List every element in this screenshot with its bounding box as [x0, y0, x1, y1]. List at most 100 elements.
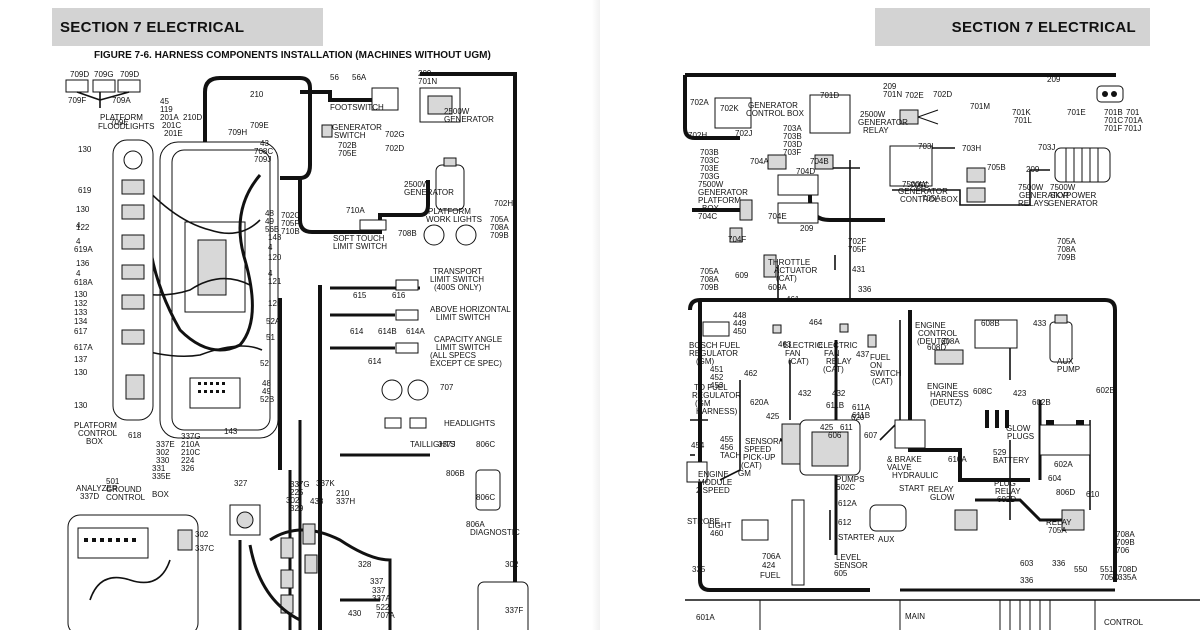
two-speed-brake-valve [894, 419, 926, 449]
right-callout-181: 605 [834, 569, 848, 578]
right-callout-140: 456 [720, 443, 734, 452]
left-callout-139: 337 [370, 577, 384, 586]
generator-platform-box [729, 154, 834, 243]
right-callout-49: GENERATOR [898, 187, 948, 196]
right-callout-167: 612A [838, 499, 857, 508]
left-callout-103: HEADLIGHTS [444, 419, 495, 428]
left-callout-68: 702D [385, 144, 404, 153]
right-callout-95: (CAT) [872, 377, 893, 386]
left-callout-62: 56 [330, 73, 339, 82]
left-callout-126: 326 [181, 464, 195, 473]
right-callout-154: 602C [836, 483, 855, 492]
right-callout-126: 620 [851, 413, 865, 422]
left-callout-48: 4 [268, 269, 273, 278]
left-callout-113: 501 [106, 477, 120, 486]
right-callout-2: 702K [720, 104, 739, 113]
right-callout-164: STROBE [687, 517, 720, 526]
right-callout-177: 424 [762, 561, 776, 570]
right-callout-87: ELECTRIC [818, 341, 858, 350]
right-callout-125: 611A [852, 403, 871, 412]
right-callout-153: PUMPS [836, 475, 864, 484]
right-callout-107: 423 [1013, 389, 1027, 398]
right-callout-110: 602B [1032, 398, 1051, 407]
left-callout-83: 702H [494, 199, 513, 208]
soft-touch-limit-switch [359, 219, 387, 231]
generator-relays-7500w [966, 167, 986, 203]
left-callout-77: 710A [346, 206, 365, 215]
right-callout-33: 704A [750, 157, 769, 166]
left-callout-114: GROUND [106, 485, 142, 494]
left-callout-53: 52 [260, 359, 269, 368]
generator-switch [321, 124, 333, 138]
right-callout-93: ON [870, 361, 882, 370]
right-callout-12: 2500W [860, 110, 886, 119]
generator-2500w [371, 87, 465, 211]
aux-pump [1049, 314, 1073, 363]
right-callout-173: 708A [1116, 530, 1135, 539]
right-callout-24: 701J [1124, 124, 1141, 133]
right-callout-146: GM [738, 469, 751, 478]
right-callout-133: PLUGS [1007, 432, 1034, 441]
right-callout-188: 335A [1118, 573, 1137, 582]
right-callout-169: STARTER [838, 533, 875, 542]
right-callout-37: GENERATOR [698, 188, 748, 197]
right-callout-73: 708A [700, 275, 719, 284]
electric-fan [772, 324, 782, 334]
left-callout-61: 143 [224, 427, 238, 436]
left-callout-8: 45 [160, 97, 169, 106]
left-callout-76: SWITCH [334, 131, 366, 140]
left-callout-1: 709G [94, 70, 114, 79]
left-callout-10: 201A [160, 113, 179, 122]
left-callout-71: 2500W [404, 180, 430, 189]
right-callout-55: GENERATOR [1019, 191, 1069, 200]
main-control-box [685, 599, 1200, 630]
right-callout-141: TACH [720, 451, 741, 460]
left-callout-92: ABOVE HORIZONTAL [430, 305, 511, 314]
right-callout-5: 702H [688, 131, 707, 140]
left-callout-65: 209 [418, 69, 432, 78]
left-callout-26: 619A [74, 245, 93, 254]
right-callout-21: 701F [1104, 124, 1122, 133]
right-callout-15: 701M [970, 102, 990, 111]
right-callout-97: CONTROL [918, 329, 958, 338]
right-callout-25: 703A [783, 124, 802, 133]
right-callout-108: AUX [1057, 357, 1074, 366]
right-callout-77: 449 [733, 319, 747, 328]
right-callout-127: 425 [766, 412, 780, 421]
left-callout-74: 705E [338, 149, 357, 158]
left-callout-91: 616 [392, 291, 406, 300]
left-callout-97: CAPACITY ANGLE [434, 335, 502, 344]
right-callout-10: 702E [905, 91, 924, 100]
left-callout-69: 2500W [444, 107, 470, 116]
left-callout-94: 614 [350, 327, 364, 336]
gm-engine-module [686, 461, 708, 483]
left-callout-89: (400S ONLY) [434, 283, 482, 292]
left-callout-36: 137 [74, 355, 88, 364]
right-callout-192: MAIN [905, 612, 925, 621]
starter [869, 504, 907, 532]
left-callout-112: 337D [80, 492, 99, 501]
right-callout-163: 610 [1086, 490, 1100, 499]
right-callout-84: ELECTRIC [783, 341, 823, 350]
left-callout-93: LIMIT SWITCH [436, 313, 490, 322]
generator-control-box [714, 97, 752, 129]
right-callout-13: GENERATOR [858, 118, 908, 127]
right-callout-47: 705B [987, 163, 1006, 172]
left-callout-122: 337G [181, 432, 201, 441]
right-callout-174: 709B [1116, 538, 1135, 547]
harness-junction [229, 504, 318, 622]
fuel-level-sensor [791, 499, 805, 586]
right-callout-29: 703B [700, 148, 719, 157]
left-callout-81: PLATFORM [428, 207, 471, 216]
right-section-header: SECTION 7 ELECTRICAL [875, 8, 1150, 46]
left-callout-37: 130 [74, 368, 88, 377]
left-page: SECTION 7 ELECTRICAL FIGURE 7-6. HARNESS… [52, 8, 529, 630]
right-callout-7: 701D [820, 91, 839, 100]
right-callout-78: 450 [733, 327, 747, 336]
headlights [381, 379, 429, 401]
right-callout-52: 705A [922, 194, 941, 203]
right-callout-121: 432 [798, 389, 812, 398]
left-callout-106: 806C [476, 440, 495, 449]
